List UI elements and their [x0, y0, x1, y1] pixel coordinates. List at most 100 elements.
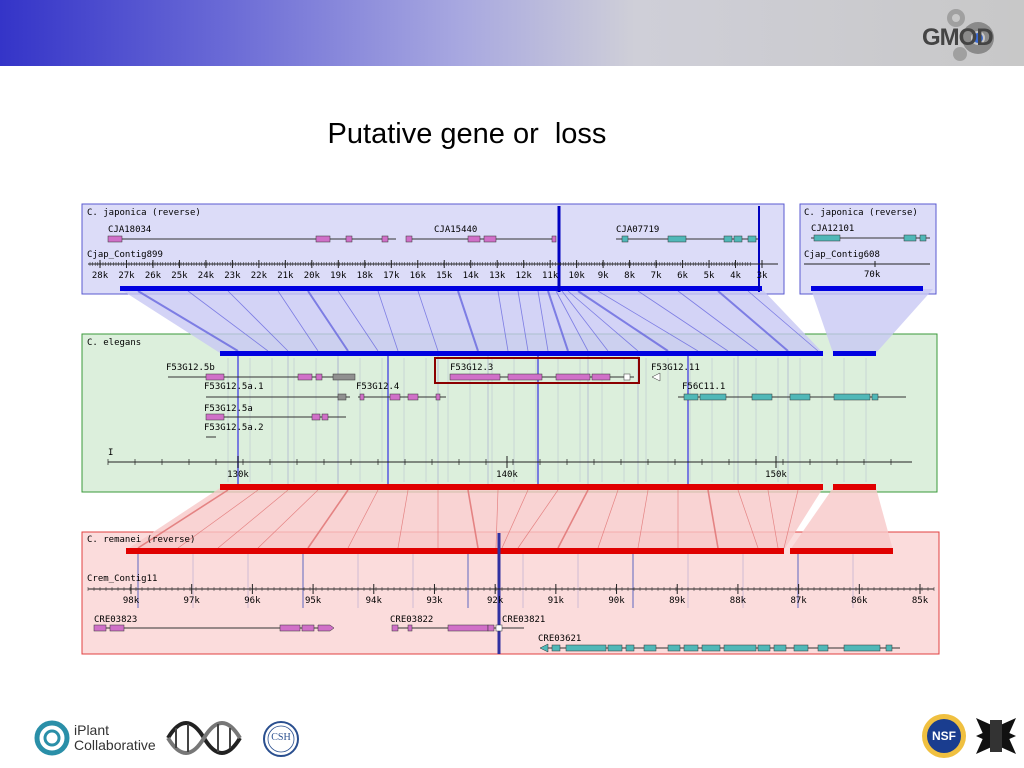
- partner-logo: [976, 714, 1016, 758]
- synteny-line: [737, 489, 759, 549]
- japonica-gene-models: [107, 234, 930, 243]
- gene-label: F53G12.5a.1: [204, 382, 264, 392]
- synteny-line: [177, 489, 259, 549]
- tick-label: 89k: [669, 596, 686, 606]
- tick-label: 7k: [651, 271, 662, 281]
- synteny-line: [547, 290, 569, 352]
- tick-label: 12k: [516, 271, 533, 281]
- tick-label: 17k: [383, 271, 400, 281]
- red-synteny-area-2: [790, 488, 893, 550]
- gene-label: CJA15440: [434, 225, 477, 235]
- synteny-line: [501, 489, 529, 549]
- tick-label: 3k: [757, 271, 768, 281]
- gene-label: F53G12.11: [651, 363, 700, 373]
- tick-label: 140k: [496, 470, 518, 480]
- tick-label: 5k: [704, 271, 715, 281]
- synteny-line: [227, 290, 289, 352]
- nsf-globe-icon: [922, 714, 966, 758]
- synteny-line: [457, 290, 479, 352]
- gene-label: CJA07719: [616, 225, 659, 235]
- iplant-swirl-icon: [34, 720, 70, 756]
- synteny-line: [561, 290, 609, 352]
- japonica-right-contig: Cjap_Contig608: [804, 250, 880, 260]
- iplant-logo: iPlant Collaborative: [34, 718, 164, 758]
- tick-label: 11k: [542, 271, 559, 281]
- gene-label: CRE03821: [502, 615, 545, 625]
- tick-label: 9k: [598, 271, 609, 281]
- tick-label: 94k: [366, 596, 383, 606]
- iplant-line1: iPlant: [74, 722, 110, 738]
- synteny-line: [137, 489, 229, 549]
- tick-label: 93k: [426, 596, 443, 606]
- gene-label: CRE03822: [390, 615, 433, 625]
- synteny-line: [497, 290, 509, 352]
- japonica-right-label: C. japonica (reverse): [804, 208, 918, 218]
- tick-label: 98k: [123, 596, 140, 606]
- synteny-line: [747, 290, 819, 352]
- tick-label: 130k: [227, 470, 249, 480]
- nsf-text: NSF: [932, 729, 956, 743]
- csh-text: CSH: [271, 732, 291, 743]
- gene-label: F56C11.1: [682, 382, 725, 392]
- japonica-left-label: C. japonica (reverse): [87, 208, 201, 218]
- tick-label: 96k: [244, 596, 261, 606]
- tick-label: 10k: [569, 271, 586, 281]
- gear-icon: [947, 9, 994, 61]
- tick-label: 22k: [251, 271, 268, 281]
- synteny-line: [417, 290, 439, 352]
- synteny-line: [707, 489, 719, 549]
- elegans-label: C. elegans: [87, 338, 141, 348]
- synteny-line: [677, 290, 759, 352]
- synteny-line: [307, 290, 349, 352]
- tick-label: 70k: [864, 270, 881, 280]
- gene-label: CRE03823: [94, 615, 137, 625]
- gene-label: F53G12.5b: [166, 363, 215, 373]
- gene-label: CJA18034: [108, 225, 151, 235]
- remanei-label: C. remanei (reverse): [87, 535, 195, 545]
- synteny-line: [577, 290, 669, 352]
- synteny-line: [517, 489, 559, 549]
- synteny-line: [637, 489, 649, 549]
- elegans-blue-bar-2: [833, 351, 876, 356]
- tick-label: 21k: [277, 271, 294, 281]
- gene-label: F53G12.4: [356, 382, 399, 392]
- tick-label: 88k: [730, 596, 747, 606]
- tick-label: 24k: [198, 271, 215, 281]
- elegans-gene-models: [168, 372, 906, 438]
- slide-title: Putative gene or loss: [327, 118, 607, 150]
- synteny-line: [567, 290, 639, 352]
- dna-helix-icon: [166, 721, 242, 755]
- synteny-lines: [137, 290, 867, 608]
- csh-seal-icon: [263, 721, 299, 757]
- synteny-line: [637, 290, 729, 352]
- synteny-line: [347, 489, 379, 549]
- tick-label: 20k: [304, 271, 321, 281]
- remanei-contig: Crem_Contig11: [87, 574, 157, 584]
- gene-label: F53G12.5a: [204, 404, 253, 414]
- synteny-line: [767, 489, 779, 549]
- tick-label: 6k: [677, 271, 688, 281]
- japonica-left-contig: Cjap_Contig899: [87, 250, 163, 260]
- synteny-line: [217, 489, 289, 549]
- highlight-box: [434, 357, 640, 384]
- gene-label: CJA12101: [811, 224, 854, 234]
- synteny-line: [717, 290, 789, 352]
- remanei-bar: [126, 548, 784, 554]
- synteny-line: [337, 290, 379, 352]
- synteny-line: [597, 489, 619, 549]
- csh-logo: CSH: [262, 720, 300, 758]
- iplant-line2: Collaborative: [74, 737, 156, 753]
- tick-label: 91k: [548, 596, 565, 606]
- elegans-red-bar: [220, 484, 823, 490]
- tick-label: 95k: [305, 596, 322, 606]
- synteny-line: [257, 489, 319, 549]
- gmod-logo-text: GMOD: [922, 24, 994, 51]
- synteny-line: [467, 489, 479, 549]
- gene-label: F53G12.5a.2: [204, 423, 264, 433]
- gene-label: F53G12.3: [450, 363, 493, 373]
- red-synteny-area: [126, 488, 823, 550]
- remanei-bar-2: [790, 548, 893, 554]
